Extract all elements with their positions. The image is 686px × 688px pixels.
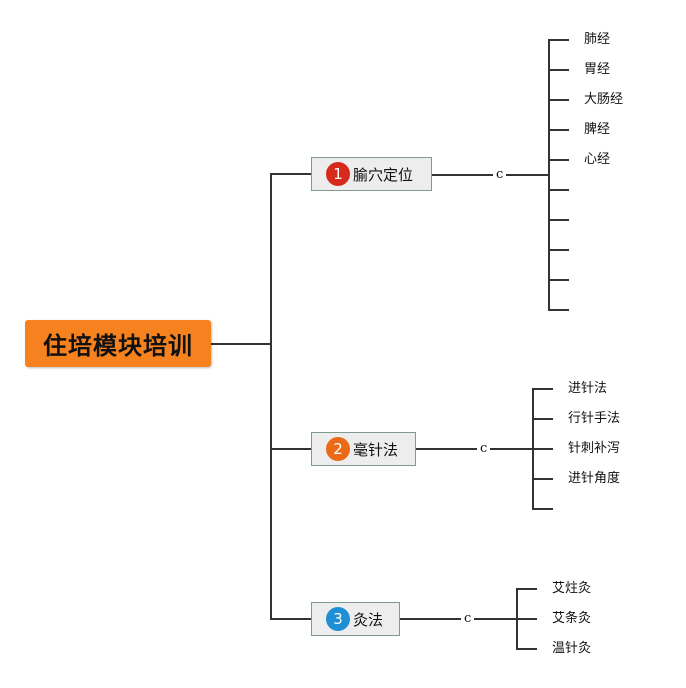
leaf-topic[interactable]: 肺经 [584, 32, 611, 47]
priority-1-icon: 1 [326, 162, 350, 186]
leaf-topic[interactable]: 进针角度 [568, 471, 621, 486]
leaf-topic[interactable]: 针刺补泻 [568, 441, 621, 456]
connector-label: c [461, 612, 475, 626]
branch-topic-filiform-needle[interactable]: 2 毫针法 [311, 432, 416, 466]
branch-topic-label: 腧穴定位 [353, 165, 414, 184]
branch-topic-moxibustion[interactable]: 3 灸法 [311, 602, 400, 636]
root-topic[interactable]: 住培模块培训 [25, 320, 211, 367]
leaf-topic[interactable]: 脾经 [584, 122, 611, 137]
leaf-topic[interactable]: 胃经 [584, 62, 611, 77]
connector-label: c [493, 168, 507, 182]
branch-topic-label: 毫针法 [353, 440, 399, 459]
leaf-topic[interactable]: 艾条灸 [552, 611, 592, 626]
branch-2-leaf-ticks [532, 388, 553, 510]
leaf-topic[interactable]: 艾炷灸 [552, 581, 592, 596]
branch-topic-acupoint-location[interactable]: 1 腧穴定位 [311, 157, 432, 191]
connector-label: c [477, 442, 491, 456]
branch-3-leaf-ticks [516, 588, 537, 650]
leaf-topic[interactable]: 心经 [584, 152, 611, 167]
leaf-topic[interactable]: 行针手法 [568, 411, 621, 426]
leaf-topic[interactable]: 大肠经 [584, 92, 624, 107]
branch-topic-label: 灸法 [353, 610, 384, 629]
priority-3-icon: 3 [326, 607, 350, 631]
priority-2-icon: 2 [326, 437, 350, 461]
leaf-topic[interactable]: 进针法 [568, 381, 608, 396]
leaf-topic[interactable]: 温针灸 [552, 641, 592, 656]
root-topic-label: 住培模块培训 [43, 332, 193, 360]
branch-1-leaf-ticks [548, 39, 569, 311]
